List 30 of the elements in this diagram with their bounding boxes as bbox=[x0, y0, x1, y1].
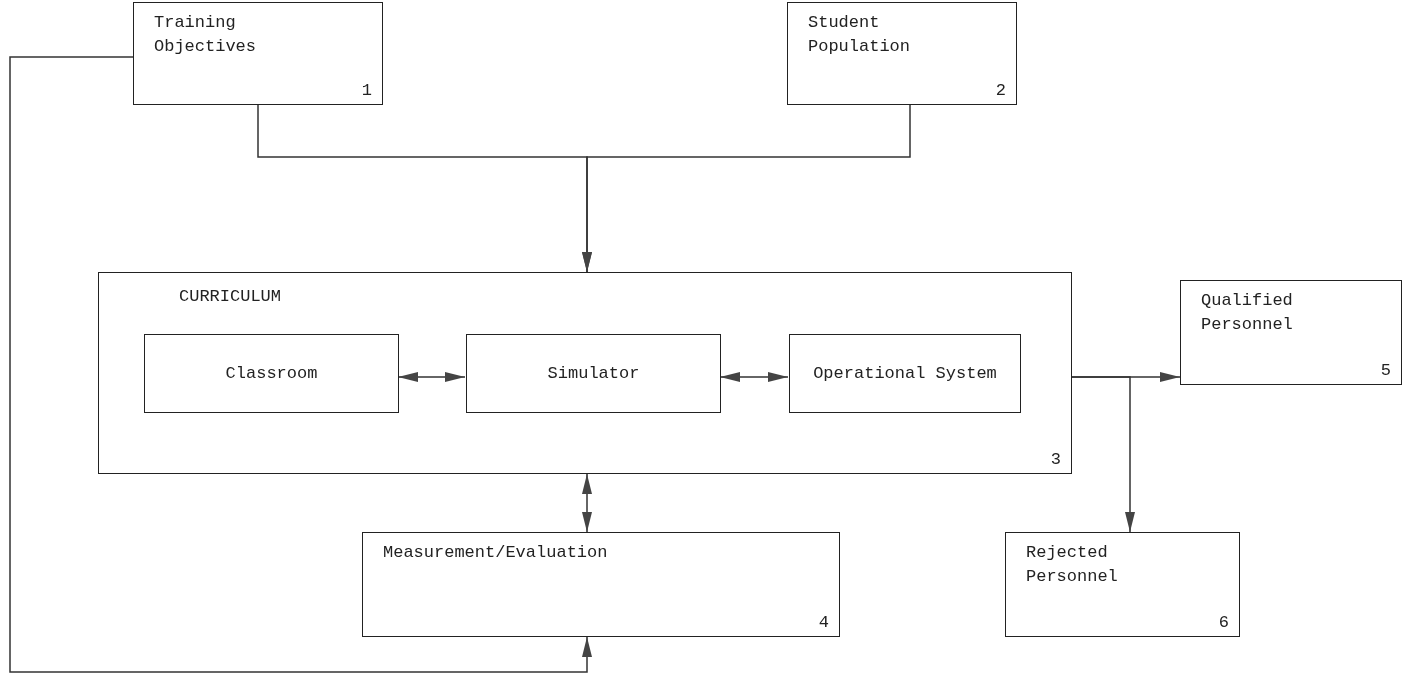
process-box bbox=[787, 2, 1017, 105]
process-box bbox=[789, 334, 1021, 413]
process-box bbox=[1180, 280, 1402, 385]
arrow bbox=[9, 56, 592, 673]
box-number: 1 bbox=[361, 81, 372, 100]
box-number: 4 bbox=[818, 613, 829, 632]
box-label: Qualified Personnel bbox=[1201, 290, 1294, 336]
box-label: Classroom bbox=[224, 362, 319, 385]
arrow bbox=[397, 372, 466, 382]
process-box bbox=[466, 334, 721, 413]
box-label: Rejected Personnel bbox=[1026, 542, 1119, 588]
box-number: 3 bbox=[1050, 450, 1061, 469]
box-number: 5 bbox=[1380, 361, 1391, 380]
group-box bbox=[98, 272, 1072, 474]
process-box bbox=[362, 532, 840, 637]
box-label: CURRICULUM bbox=[179, 286, 282, 308]
process-box bbox=[1005, 532, 1240, 637]
box-label: Student Population bbox=[808, 12, 912, 58]
box-number: 6 bbox=[1218, 613, 1229, 632]
process-box bbox=[144, 334, 399, 413]
arrow bbox=[1071, 376, 1135, 533]
box-label: Training Objectives bbox=[154, 12, 258, 58]
arrow bbox=[719, 372, 789, 382]
arrow bbox=[582, 473, 592, 533]
box-label: Simulator bbox=[546, 362, 641, 385]
box-number: 2 bbox=[995, 81, 1006, 100]
arrow bbox=[582, 104, 911, 273]
process-box bbox=[133, 2, 383, 105]
box-label: Operational System bbox=[812, 362, 998, 385]
box-label: Measurement/Evaluation bbox=[383, 542, 609, 564]
